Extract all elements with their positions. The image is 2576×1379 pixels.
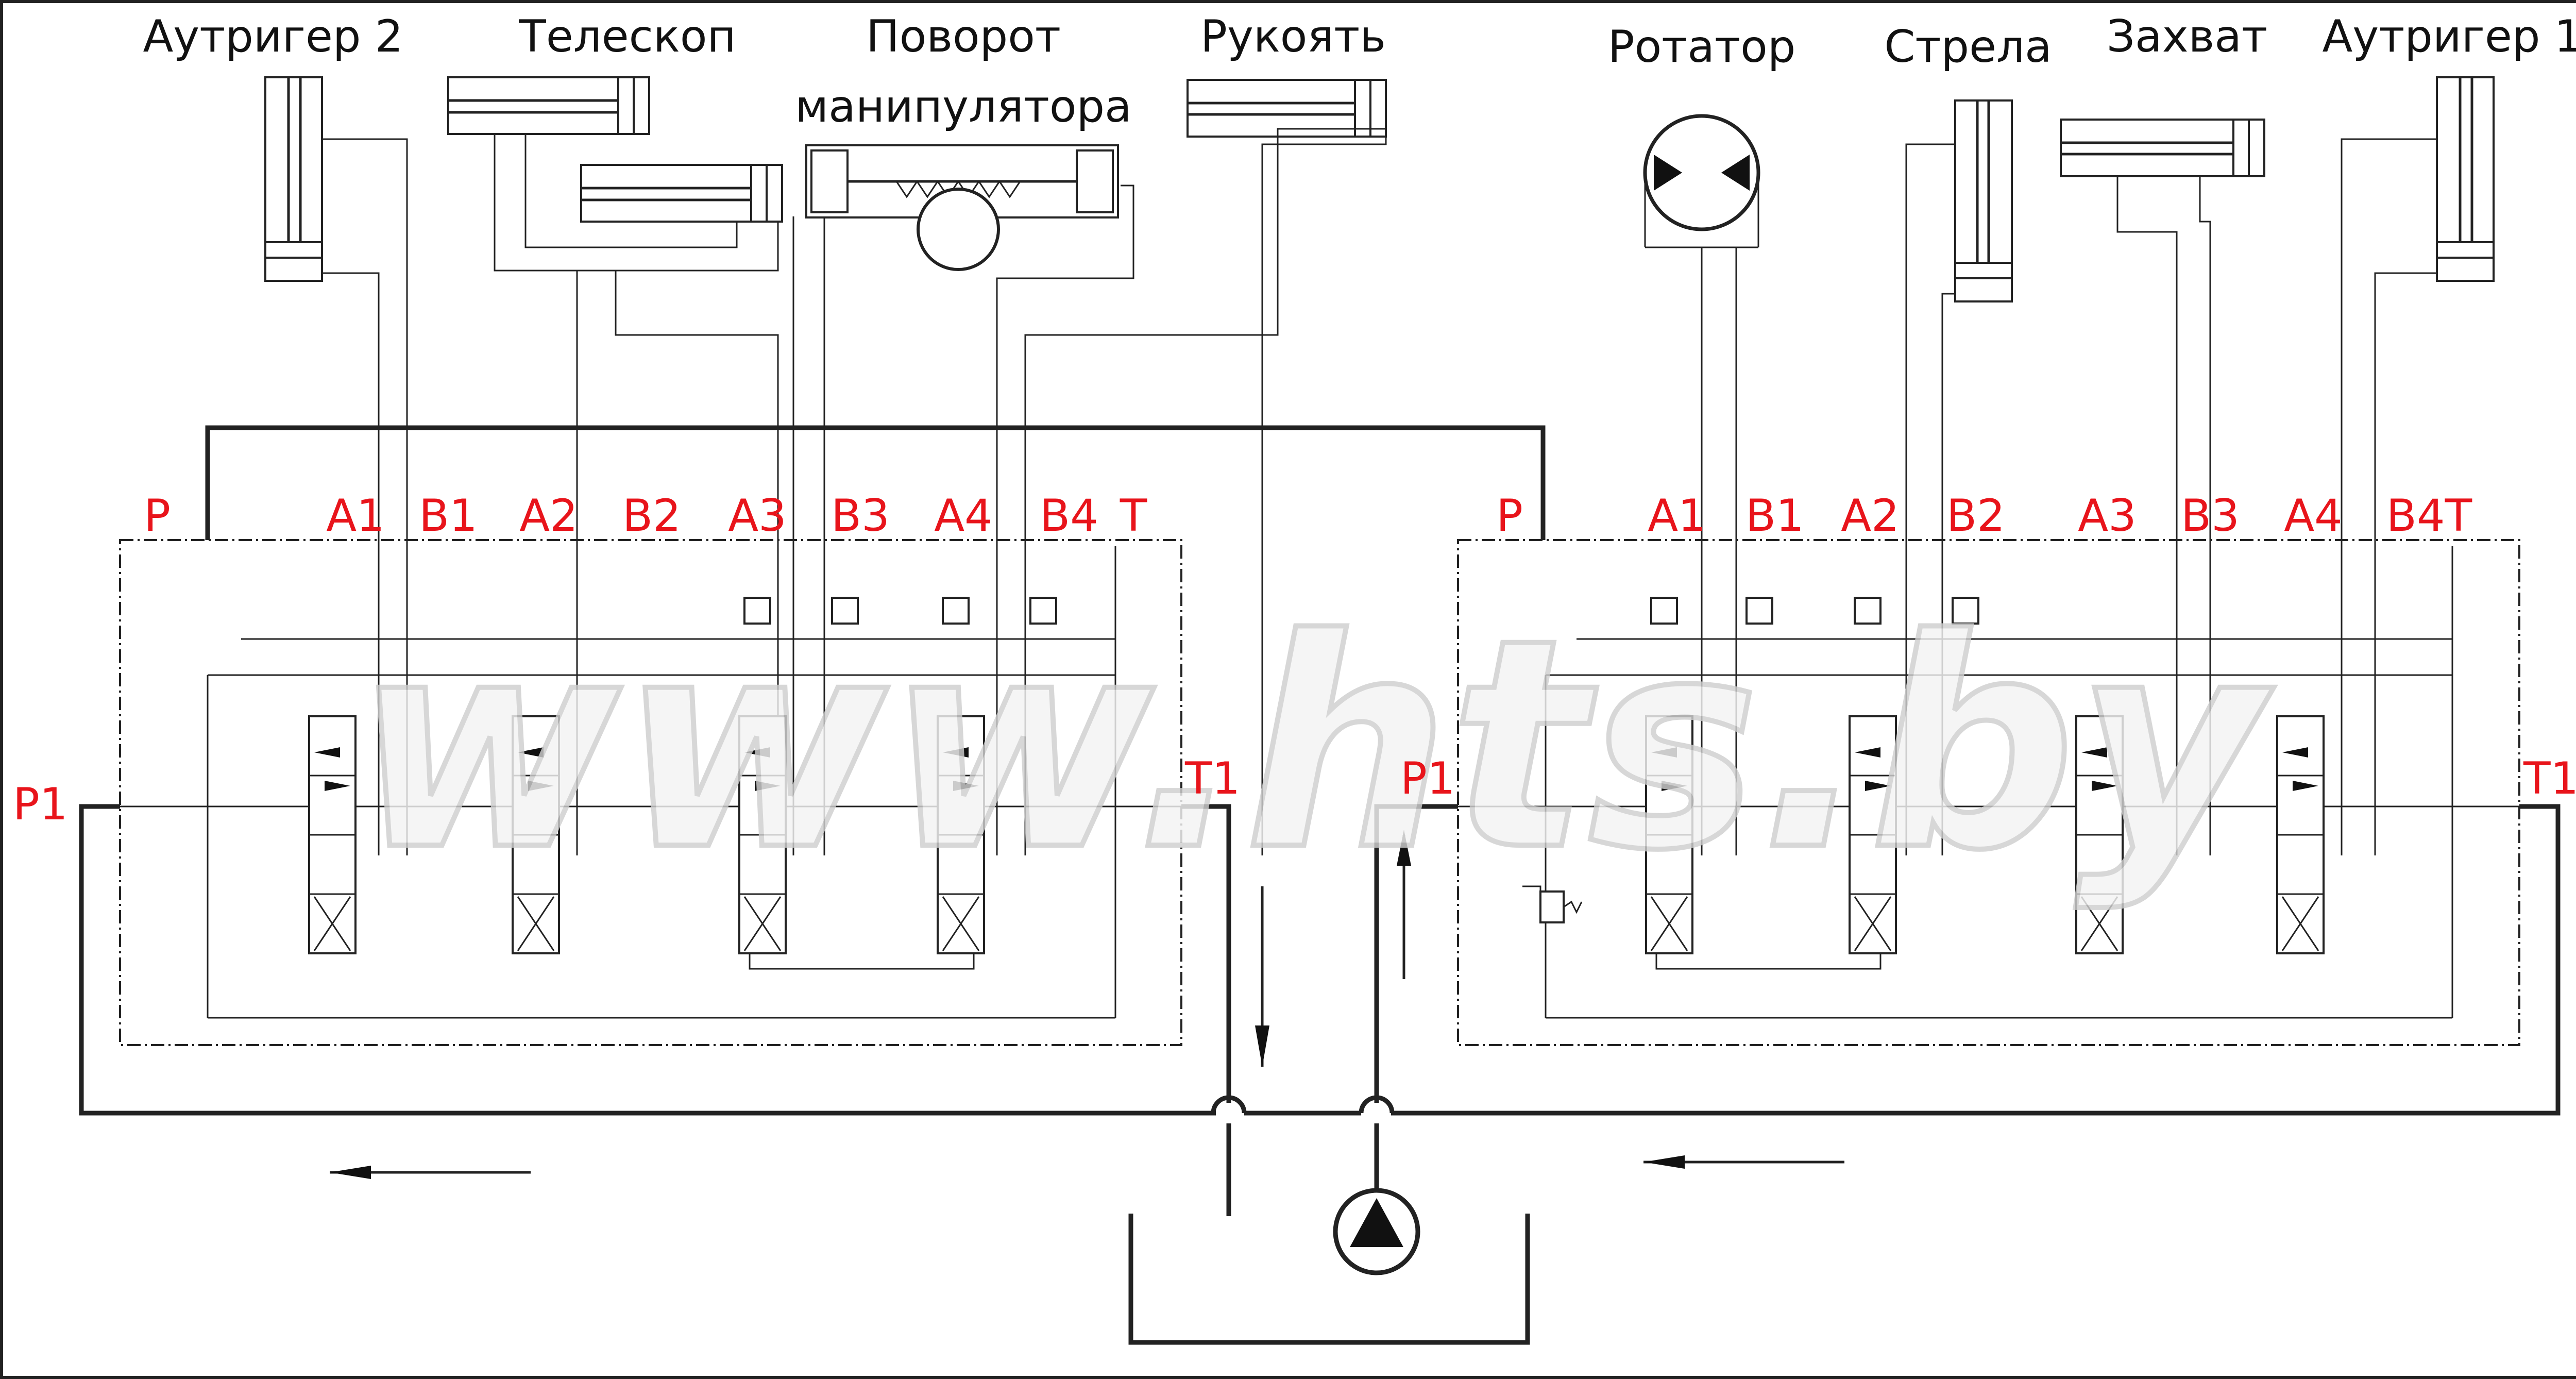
- port-right-b2: B2: [1946, 490, 2005, 542]
- port-right-p: P: [1496, 490, 1523, 542]
- label-outrigger2: Аутригер 2: [143, 11, 403, 62]
- label-outrigger1: Аутригер 1: [2322, 11, 2576, 62]
- spool-right-1: [1645, 715, 1693, 954]
- port-right-a1: A1: [1648, 490, 1706, 542]
- label-telescope: Телескоп: [518, 11, 736, 62]
- port-p1-left: P1: [13, 779, 68, 830]
- cylinder-outrigger1: [2436, 76, 2495, 282]
- spool-right-2: [1849, 715, 1897, 954]
- spool-left-3: [738, 715, 787, 954]
- watermark: www.hts.by: [353, 578, 2274, 914]
- port-p1-right: P1: [1400, 753, 1455, 804]
- flow-arrows: [330, 830, 1844, 1179]
- port-right-a3: A3: [2078, 490, 2137, 542]
- port-left-b3: B3: [831, 490, 890, 542]
- port-labels-left: P A1 B1 A2 B2 A3 B3 A4 B4 T: [144, 490, 1147, 542]
- label-boom: Стрела: [1884, 21, 2052, 73]
- port-right-b1: B1: [1745, 490, 1804, 542]
- port-left-b2: B2: [622, 490, 681, 542]
- port-labels-right: P A1 B1 A2 B2 A3 B3 A4 B4T: [1496, 490, 2472, 542]
- label-grip: Захват: [2107, 11, 2267, 62]
- port-left-a3: A3: [728, 490, 787, 542]
- port-left-t: T: [1120, 490, 1147, 542]
- spool-right-3: [2075, 715, 2124, 954]
- spool-valves: [308, 715, 2325, 970]
- port-left-b4: B4: [1040, 490, 1098, 542]
- cylinder-grip: [2060, 119, 2265, 177]
- pressure-bridge-line: [205, 425, 1546, 540]
- spool-right-4: [2276, 715, 2325, 954]
- label-rotation-line2: манипулятора: [795, 81, 1132, 132]
- cylinder-outrigger2: [264, 76, 323, 282]
- label-rotator: Ротатор: [1608, 21, 1796, 73]
- pump-icon: [1333, 1188, 1420, 1275]
- port-left-a1: A1: [326, 490, 385, 542]
- label-handle: Рукоять: [1200, 11, 1386, 62]
- tank: [1128, 1214, 1530, 1345]
- port-t1-left: T1: [1184, 753, 1240, 804]
- cylinder-telescope-upper: [447, 76, 650, 135]
- spool-left-1: [308, 715, 357, 954]
- valve-block-left: [119, 539, 1182, 1046]
- check-valves: [743, 597, 1979, 625]
- port-left-b1: B1: [419, 490, 478, 542]
- actuator-lines: [322, 108, 2437, 855]
- rotation-mechanism: [805, 144, 1119, 271]
- port-t1-right: T1: [2523, 753, 2576, 804]
- port-right-a2: A2: [1841, 490, 1900, 542]
- relief-valve-right: [1522, 885, 1583, 923]
- cylinder-boom: [1954, 99, 2013, 302]
- rotator-motor: [1643, 114, 1760, 248]
- port-left-a4: A4: [934, 490, 993, 542]
- spool-left-4: [937, 715, 985, 954]
- main-circuit: [79, 804, 2561, 1216]
- port-left-p: P: [144, 490, 171, 542]
- cylinder-telescope-lower: [580, 164, 783, 223]
- internal-galleries: [120, 546, 2519, 1019]
- port-left-a2: A2: [519, 490, 578, 542]
- label-rotation-line1: Поворот: [866, 11, 1061, 62]
- port-right-b3: B3: [2181, 490, 2240, 542]
- spool-left-2: [512, 715, 560, 954]
- valve-block-right: [1457, 539, 2520, 1046]
- port-right-b4t: B4T: [2386, 490, 2472, 542]
- port-right-a4: A4: [2284, 490, 2343, 542]
